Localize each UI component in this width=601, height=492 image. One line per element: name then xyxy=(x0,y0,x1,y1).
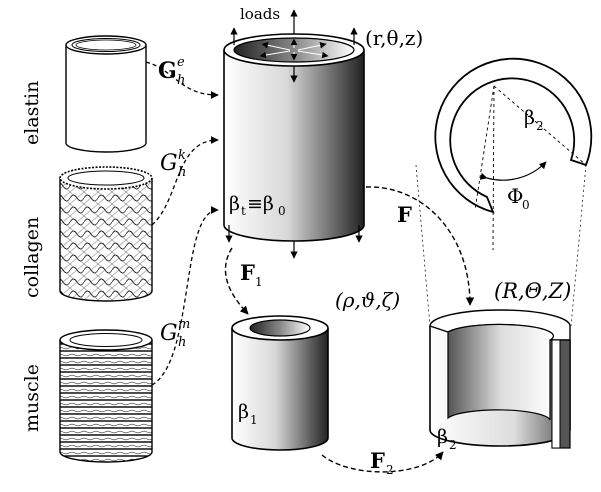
opening-angle-symbol: Φ xyxy=(507,184,523,208)
loads-label: loads xyxy=(240,5,280,23)
beta-intermediate-symbol: β xyxy=(238,401,249,423)
beta-topview-sub: 2 xyxy=(536,119,544,133)
map-F1-sub: 1 xyxy=(255,275,263,289)
reference-configuration xyxy=(429,309,571,449)
beta-equiv-symbol: ≡β xyxy=(247,193,274,215)
beta-intermediate-sub: 1 xyxy=(250,413,258,427)
map-F-arrow xyxy=(365,186,475,306)
beta-loaded-sub-t: t xyxy=(241,204,246,218)
map-F1-label: F 1 xyxy=(240,260,263,289)
coords-loaded-label: (r,θ,z) xyxy=(365,26,423,50)
prestretch-elastin: G e h xyxy=(158,55,185,88)
beta-loaded-sub-0: 0 xyxy=(278,204,286,218)
mapping-arrows xyxy=(224,186,475,473)
map-F-label: F xyxy=(397,202,412,227)
axial-arrows-bottom xyxy=(225,225,363,259)
map-F2-arrow xyxy=(321,451,444,473)
prestretch-muscle: G m h xyxy=(160,317,190,350)
muscle-label: muscle xyxy=(21,364,43,432)
elastin-layer xyxy=(65,35,147,153)
map-F2-sub: 2 xyxy=(386,463,394,477)
loaded-configuration xyxy=(223,9,365,259)
projection-lines xyxy=(415,164,587,327)
beta-reference-label: β 2 xyxy=(437,426,457,452)
intermediate-configuration xyxy=(231,315,329,451)
prestretch-elastin-sup: e xyxy=(177,55,185,70)
collagen-label: collagen xyxy=(21,217,43,298)
elastin-connector xyxy=(145,61,219,99)
beta-loaded-label: β t ≡β 0 xyxy=(229,193,286,218)
prestretch-collagen-sub: h xyxy=(178,165,186,180)
prestretch-collagen-main: G xyxy=(160,151,178,176)
beta-loaded-symbol: β xyxy=(229,193,240,215)
prestretch-collagen: G k h xyxy=(160,148,186,180)
coords-reference-label: (R,Θ,Z) xyxy=(494,279,571,303)
elastin-label: elastin xyxy=(21,81,43,145)
prestretch-muscle-sub: h xyxy=(178,335,186,350)
beta-reference-sub: 2 xyxy=(449,438,457,452)
collagen-layer xyxy=(59,166,153,302)
opened-ring-top-view xyxy=(434,57,593,251)
opening-angle-sub: 0 xyxy=(522,198,530,212)
pressure-arrows xyxy=(259,38,329,61)
muscle-layer xyxy=(59,329,153,463)
prestretch-muscle-main: G xyxy=(160,321,178,346)
prestretch-elastin-sub: h xyxy=(177,73,185,88)
collagen-connector xyxy=(151,136,219,226)
beta-reference-symbol: β xyxy=(437,426,448,448)
layer-connectors xyxy=(145,61,219,386)
map-F1-arrow xyxy=(224,247,249,315)
beta-topview-label: β 2 xyxy=(524,107,544,133)
muscle-connector xyxy=(151,206,219,386)
opening-angle-label: Φ 0 xyxy=(507,184,530,212)
axial-arrows-top xyxy=(230,9,358,83)
beta-topview-symbol: β xyxy=(524,107,535,129)
coords-intermediate-label: (ρ,ϑ,ζ) xyxy=(335,288,400,312)
map-F2-symbol: F xyxy=(370,448,385,473)
beta-intermediate-label: β 1 xyxy=(238,401,258,427)
map-F1-symbol: F xyxy=(240,260,255,285)
prestretch-collagen-sup: k xyxy=(178,148,186,163)
prestretch-elastin-main: G xyxy=(158,58,177,84)
map-F2-label: F 2 xyxy=(370,448,394,477)
